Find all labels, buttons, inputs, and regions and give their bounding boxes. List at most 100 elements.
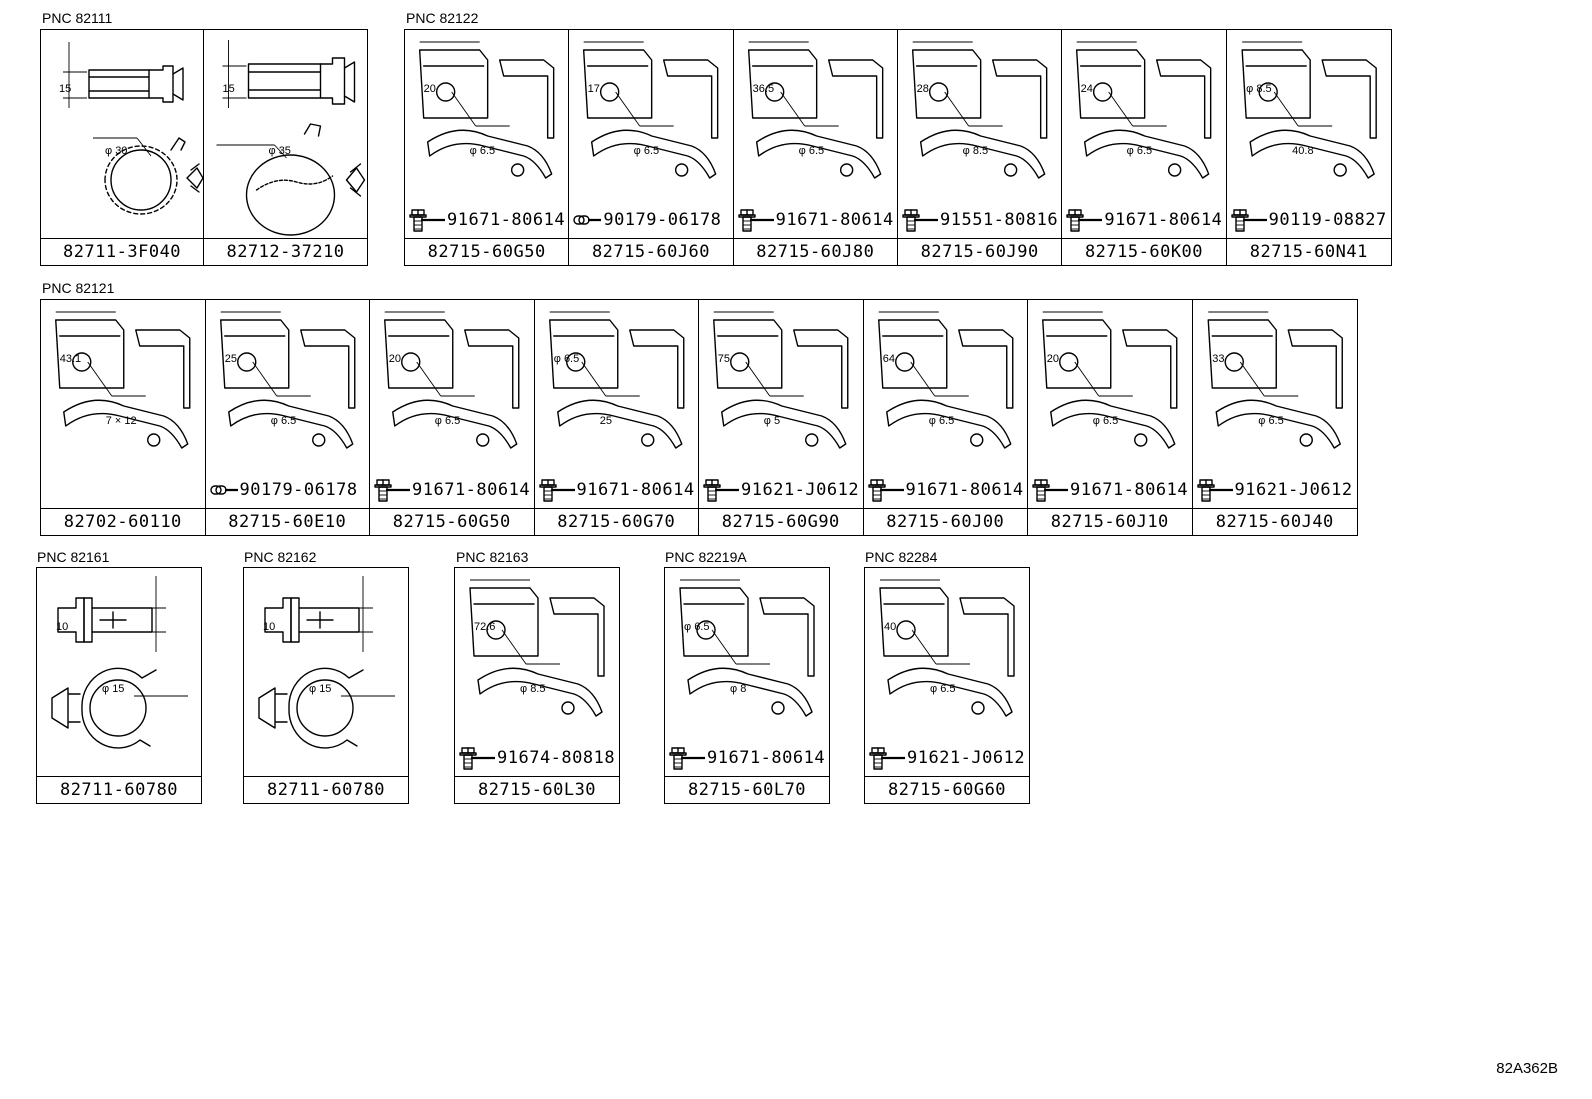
bolt-fastener: 91551-80816	[902, 208, 1059, 232]
fastener-part-number[interactable]: 91674-80818	[497, 748, 616, 768]
part-number[interactable]: 82715-60G70	[534, 508, 698, 535]
dimension-label: 33	[1212, 353, 1224, 365]
part-drawing: 25φ 6.5	[219, 311, 355, 449]
pnc-title: PNC 82121	[42, 280, 115, 296]
dimension-label: 28	[917, 83, 929, 95]
part-number[interactable]: 82715-60N41	[1226, 238, 1391, 265]
part-drawing: 17φ 6.5	[583, 41, 719, 179]
fastener-part-number[interactable]: 91671-80614	[447, 210, 566, 230]
part-number[interactable]: 82715-60G90	[699, 508, 863, 535]
diagram-reference-code: 82A362B	[1496, 1060, 1558, 1077]
part-drawing: 40φ 6.5	[879, 579, 1015, 717]
part-number[interactable]: 82702-60110	[41, 508, 205, 535]
dimension-label: 10	[263, 621, 275, 633]
fastener-part-number[interactable]: 91671-80614	[412, 480, 531, 500]
part-drawing: 10φ 15	[51, 576, 188, 749]
bolt-fastener: 91671-80614	[538, 478, 697, 502]
part-number[interactable]: 82715-60J80	[733, 238, 897, 265]
part-drawing: 36.5φ 6.5	[747, 41, 884, 179]
fastener-part-number[interactable]: 91671-80614	[775, 210, 894, 230]
fastener-part-number[interactable]: 91671-80614	[1104, 210, 1223, 230]
fastener-part-number[interactable]: 91551-80816	[940, 210, 1059, 230]
part-number[interactable]: 82715-60L70	[665, 776, 829, 803]
fastener-part-number[interactable]: 90179-06178	[239, 480, 358, 500]
part-drawing: 20φ 6.5	[1042, 311, 1178, 449]
fastener-part-number[interactable]: 91621-J0612	[907, 748, 1026, 768]
washer-fastener: 90179-06178	[209, 478, 368, 502]
dimension-label: φ 30	[105, 145, 127, 157]
part-cell: 64 φ 6.5 91671-80614 82715-60J00	[863, 300, 1028, 535]
dimension-label: φ 8	[730, 683, 746, 695]
part-number[interactable]: 82715-60J10	[1028, 508, 1192, 535]
part-number[interactable]: 82711-3F040	[41, 238, 203, 265]
part-number[interactable]: 82715-60E10	[205, 508, 369, 535]
part-number[interactable]: 82715-60J90	[898, 238, 1062, 265]
pnc-title: PNC 82111	[42, 10, 113, 26]
fastener-part-number[interactable]: 90179-06178	[603, 210, 722, 230]
part-number[interactable]: 82711-60780	[244, 776, 408, 803]
bolt-fastener: 91674-80818	[459, 746, 617, 770]
dimension-label: φ 15	[309, 683, 331, 695]
fastener-part-number[interactable]: 90119-08827	[1268, 210, 1387, 230]
dimension-label: 36.5	[752, 83, 773, 95]
part-drawing: 24φ 6.5	[1076, 41, 1212, 179]
dimension-label: φ 6.5	[928, 415, 953, 427]
part-number[interactable]: 82711-60780	[37, 776, 201, 803]
dimension-label: 24	[1081, 83, 1093, 95]
dimension-label: φ 6.5	[270, 415, 295, 427]
bolt-fastener: 90119-08827	[1230, 208, 1389, 232]
dimension-label: φ 8.5	[963, 145, 988, 157]
pnc-title: PNC 82219A	[665, 549, 747, 565]
part-number[interactable]: 82715-60K00	[1062, 238, 1226, 265]
part-drawing: 15φ 35	[216, 40, 366, 236]
dimension-label: φ 35	[269, 145, 291, 157]
part-drawing: 10 φ 15	[258, 576, 395, 749]
fastener-part-number[interactable]: 91621-J0612	[741, 480, 860, 500]
part-number[interactable]: 82715-60G50	[405, 238, 569, 265]
part-number[interactable]: 82715-60L30	[455, 776, 619, 803]
part-illustration: 10 φ 15	[244, 568, 408, 775]
bolt-fastener: 91671-80614	[737, 208, 895, 232]
pnc-title: PNC 82162	[244, 549, 317, 565]
part-number[interactable]: 82715-60J40	[1192, 508, 1357, 535]
fastener-part-number[interactable]: 91621-J0612	[1234, 480, 1353, 500]
part-drawing: 33φ 6.5	[1207, 311, 1343, 449]
fastener-part-number[interactable]: 91671-80614	[1070, 480, 1189, 500]
part-number[interactable]: 82715-60J60	[569, 238, 733, 265]
part-drawing: φ 6.5φ 8	[679, 579, 815, 717]
dimension-label: φ 8.5	[520, 683, 545, 695]
dimension-label: φ 6.5	[634, 145, 659, 157]
fastener-part-number[interactable]: 91671-80614	[707, 748, 826, 768]
dimension-label: 64	[882, 353, 894, 365]
bolt-fastener: 91621-J0612	[703, 478, 861, 502]
part-number[interactable]: 82715-60J00	[863, 508, 1027, 535]
fastener-part-number[interactable]: 91671-80614	[905, 480, 1024, 500]
dimension-label: 75	[718, 353, 730, 365]
part-number[interactable]: 82715-60G50	[370, 508, 534, 535]
part-illustration: 64 φ 6.5	[864, 300, 1028, 507]
bolt-fastener: 91671-80614	[669, 746, 827, 770]
fastener-part-number[interactable]: 91671-80614	[576, 480, 695, 500]
part-number[interactable]: 82715-60G60	[865, 776, 1029, 803]
pnc-group-82162: 10 φ 15 82711-60780	[243, 567, 409, 804]
part-number[interactable]: 82712-37210	[204, 238, 367, 265]
